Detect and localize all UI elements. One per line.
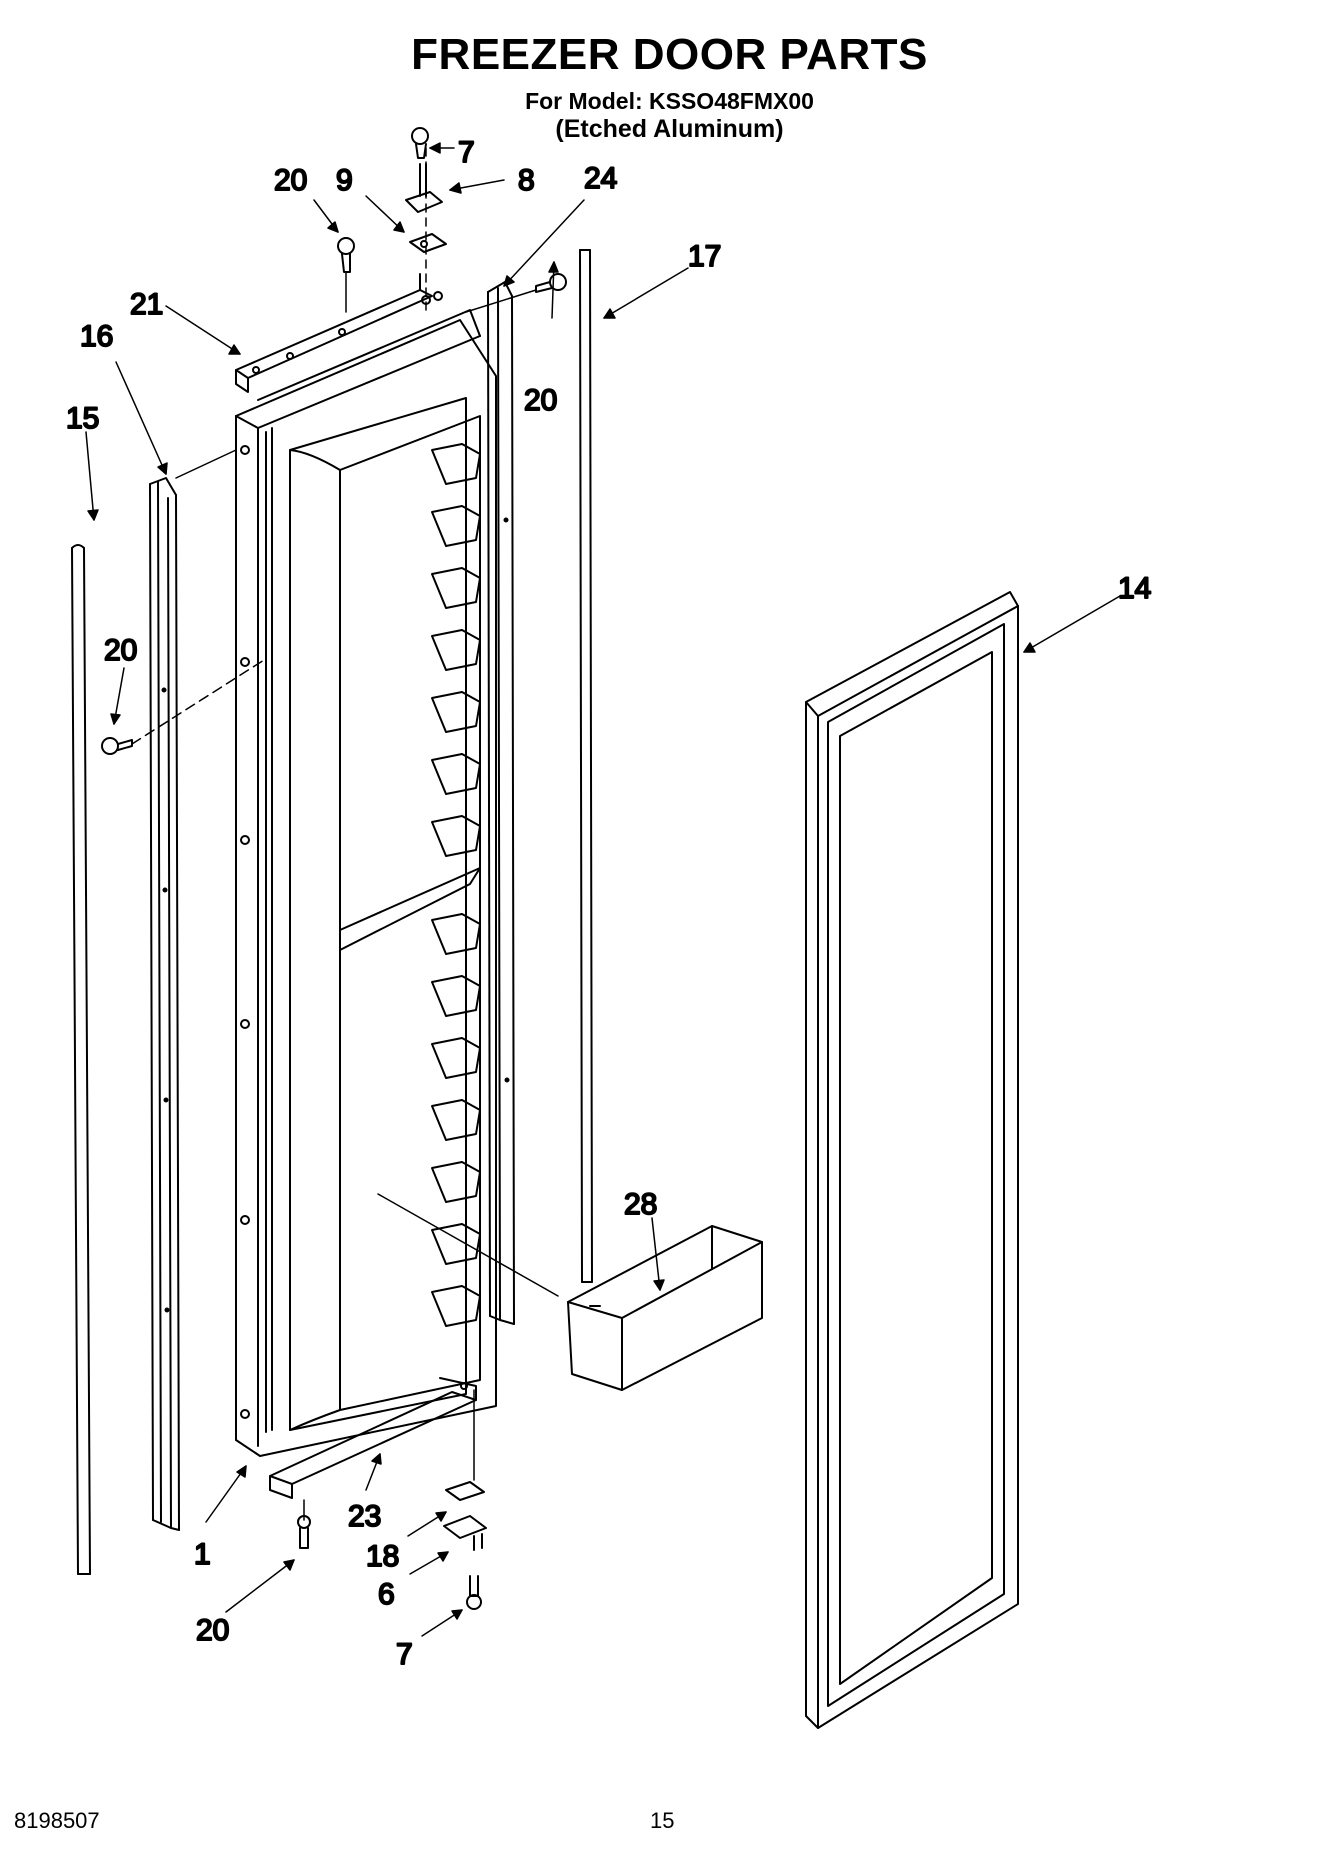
callout-14: 14	[1118, 572, 1151, 605]
callout-17: 17	[688, 240, 721, 273]
callout-21: 21	[130, 288, 163, 321]
shelf-clips	[431, 443, 481, 1327]
callout-28: 28	[624, 1188, 657, 1221]
part-7-top-hinge-screw	[411, 127, 429, 159]
part-6-bottom-hinge	[443, 1515, 487, 1551]
model-number: For Model: KSSO48FMX00	[525, 88, 814, 114]
callout-9: 9	[336, 164, 353, 197]
callout-8: 8	[518, 164, 535, 197]
part-20-screw-mid-left	[101, 737, 133, 755]
part-18-hinge-shim	[445, 1481, 485, 1501]
callout-20-mid-left: 20	[104, 634, 137, 667]
callout-23: 23	[348, 1500, 381, 1533]
part-23-bottom-bracket	[269, 1377, 477, 1499]
part-20-screw-top-right	[535, 273, 567, 293]
callout-7-bottom: 7	[396, 1638, 413, 1671]
part-24-trim-channel	[487, 281, 515, 1325]
callout-6: 6	[378, 1578, 395, 1611]
callout-20-top-left: 20	[274, 164, 307, 197]
callout-18: 18	[366, 1540, 399, 1573]
part-20-screw-top-left	[337, 237, 355, 273]
callout-7-top: 7	[458, 136, 475, 169]
callout-1: 1	[194, 1538, 211, 1571]
callout-15: 15	[66, 402, 99, 435]
part-7-bottom-hinge-screw	[466, 1575, 482, 1610]
document-number: 8198507	[14, 1808, 100, 1833]
callout-24: 24	[584, 162, 617, 195]
part-17-gasket-strip	[579, 249, 593, 1283]
page-number: 15	[650, 1808, 675, 1833]
part-16-trim-channel	[149, 477, 180, 1531]
callout-16: 16	[80, 320, 113, 353]
callout-20-top-right: 20	[524, 384, 557, 417]
callout-arrows	[85, 142, 1121, 1637]
part-9-hinge-shim	[409, 233, 447, 253]
part-8-top-hinge	[405, 163, 443, 213]
part-20-screw-bottom	[297, 1515, 311, 1549]
part-21-top-bracket	[235, 273, 433, 393]
part-15-gasket-strip	[71, 544, 91, 1575]
part-1-door-liner	[235, 291, 497, 1457]
page-title: FREEZER DOOR PARTS	[411, 30, 928, 79]
finish-label: (Etched Aluminum)	[555, 115, 784, 143]
assembly-leaders	[131, 147, 559, 1521]
part-14-door-panel	[805, 591, 1019, 1729]
callout-20-bottom: 20	[196, 1614, 229, 1647]
part-28-door-bin	[567, 1225, 763, 1391]
